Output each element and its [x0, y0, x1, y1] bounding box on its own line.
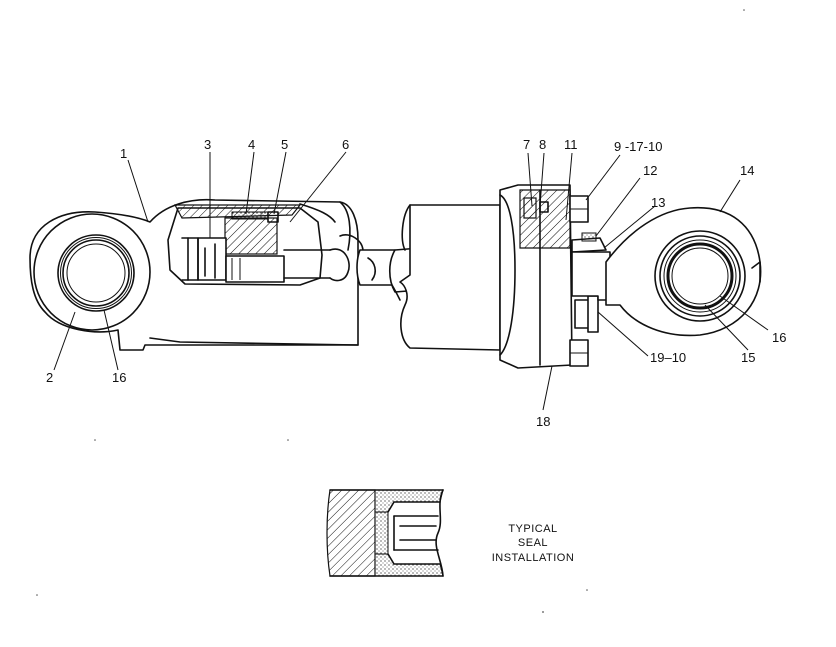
- callout-19-10: 19–10: [650, 350, 686, 365]
- caption-line-2: SEAL: [518, 537, 548, 549]
- callout-5: 5: [281, 137, 288, 152]
- caption-line-3: INSTALLATION: [492, 552, 575, 564]
- callout-14: 14: [740, 163, 754, 178]
- callout-2: 2: [46, 370, 53, 385]
- callout-labels: 1 2 16 3 4 5 6 7 8 11 9 -17-10 12 13 14 …: [46, 137, 786, 429]
- scan-specks: [36, 9, 745, 613]
- callout-18: 18: [536, 414, 550, 429]
- callout-6: 6: [342, 137, 349, 152]
- callout-16-left: 16: [112, 370, 126, 385]
- callout-9-17-10: 9 -17-10: [614, 139, 662, 154]
- callout-1: 1: [120, 146, 127, 161]
- callout-12: 12: [643, 163, 657, 178]
- seal-caption: TYPICAL SEAL INSTALLATION: [492, 523, 575, 564]
- leader-lines: [53, 151, 769, 411]
- piston-cutaway: [167, 204, 331, 286]
- callout-11: 11: [564, 137, 578, 152]
- callout-8: 8: [539, 137, 546, 152]
- callout-4: 4: [248, 137, 255, 152]
- caption-line-1: TYPICAL: [508, 523, 557, 535]
- callout-16-right: 16: [772, 330, 786, 345]
- rod-end-assembly: [399, 184, 762, 369]
- seal-installation-detail: [326, 489, 444, 577]
- callout-13: 13: [651, 195, 665, 210]
- callout-7: 7: [523, 137, 530, 152]
- callout-15: 15: [741, 350, 755, 365]
- callout-3: 3: [204, 137, 211, 152]
